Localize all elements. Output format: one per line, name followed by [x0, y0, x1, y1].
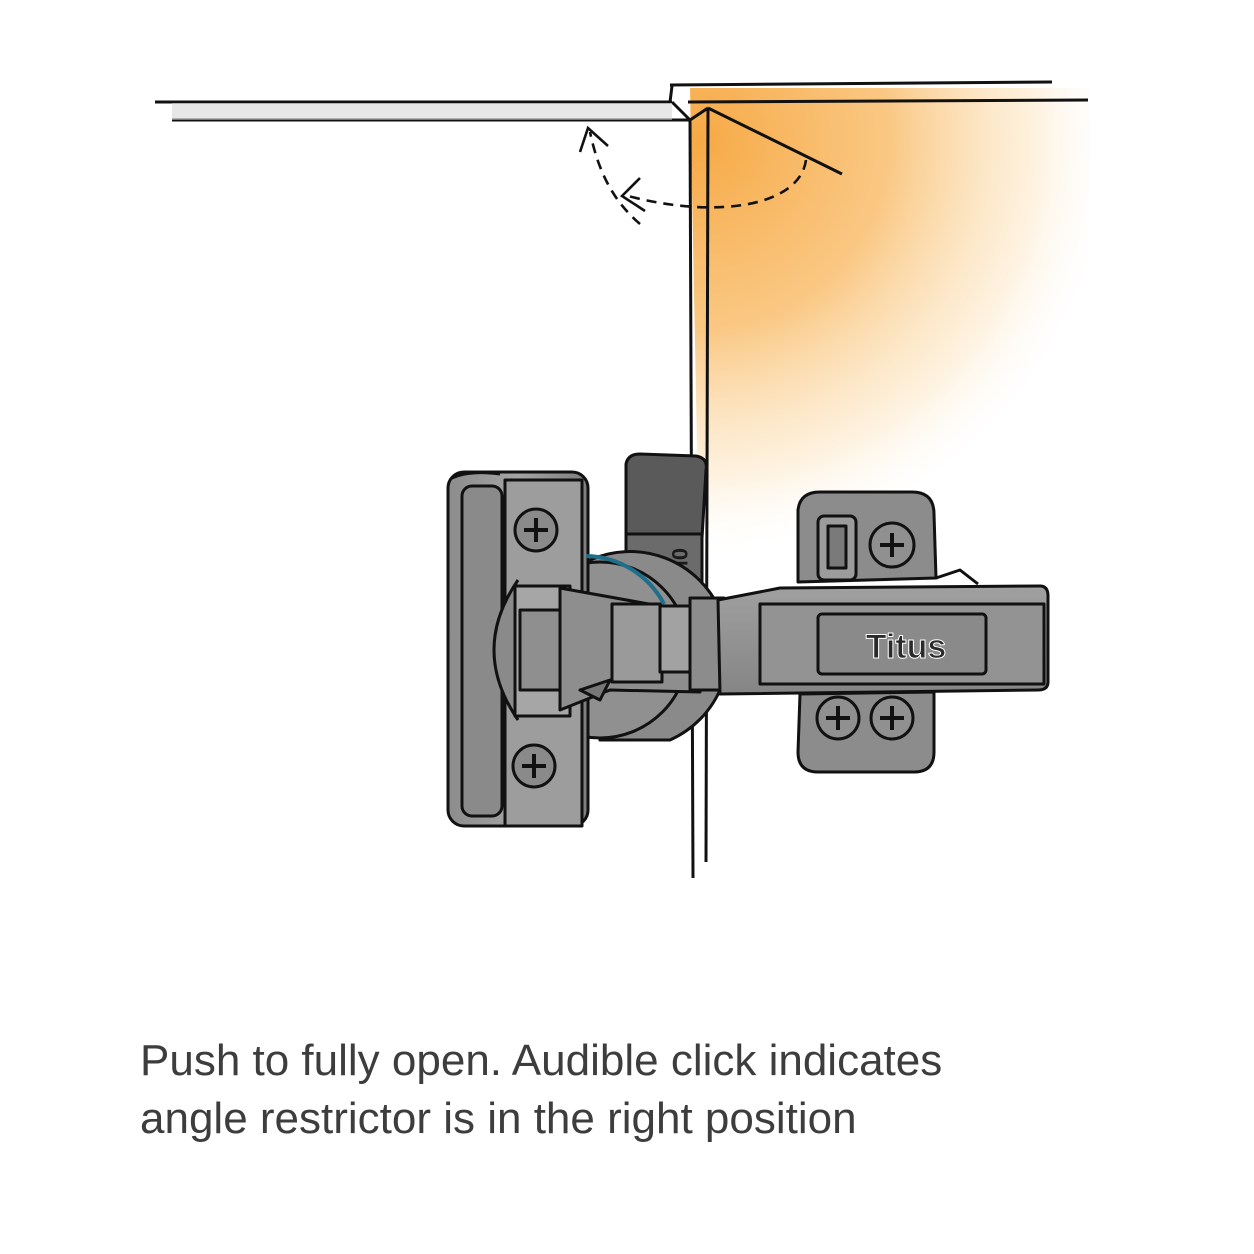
instruction-caption: Push to fully open. Audible click indica…	[140, 1032, 1200, 1148]
cabinet-mounting-plate-upper	[796, 490, 979, 586]
caption-line-1: Push to fully open. Audible click indica…	[140, 1036, 943, 1085]
phillips-screw-icon	[513, 507, 559, 553]
hinge-arm-body: Titus	[716, 584, 1050, 696]
dashed-curved-arrow-icon	[578, 125, 808, 225]
caption-line-2: angle restrictor is in the right positio…	[140, 1094, 857, 1143]
phillips-screw-icon	[511, 743, 557, 789]
restrictor-angle-arc	[585, 554, 666, 605]
hinge-arm-linkage	[558, 586, 726, 712]
cabinet-mounting-plate-lower	[796, 690, 936, 774]
hinge: 0ИL	[446, 452, 1050, 828]
hinge-brand-label: Titus	[866, 628, 947, 666]
cabinet-interior-glow	[690, 88, 1090, 600]
